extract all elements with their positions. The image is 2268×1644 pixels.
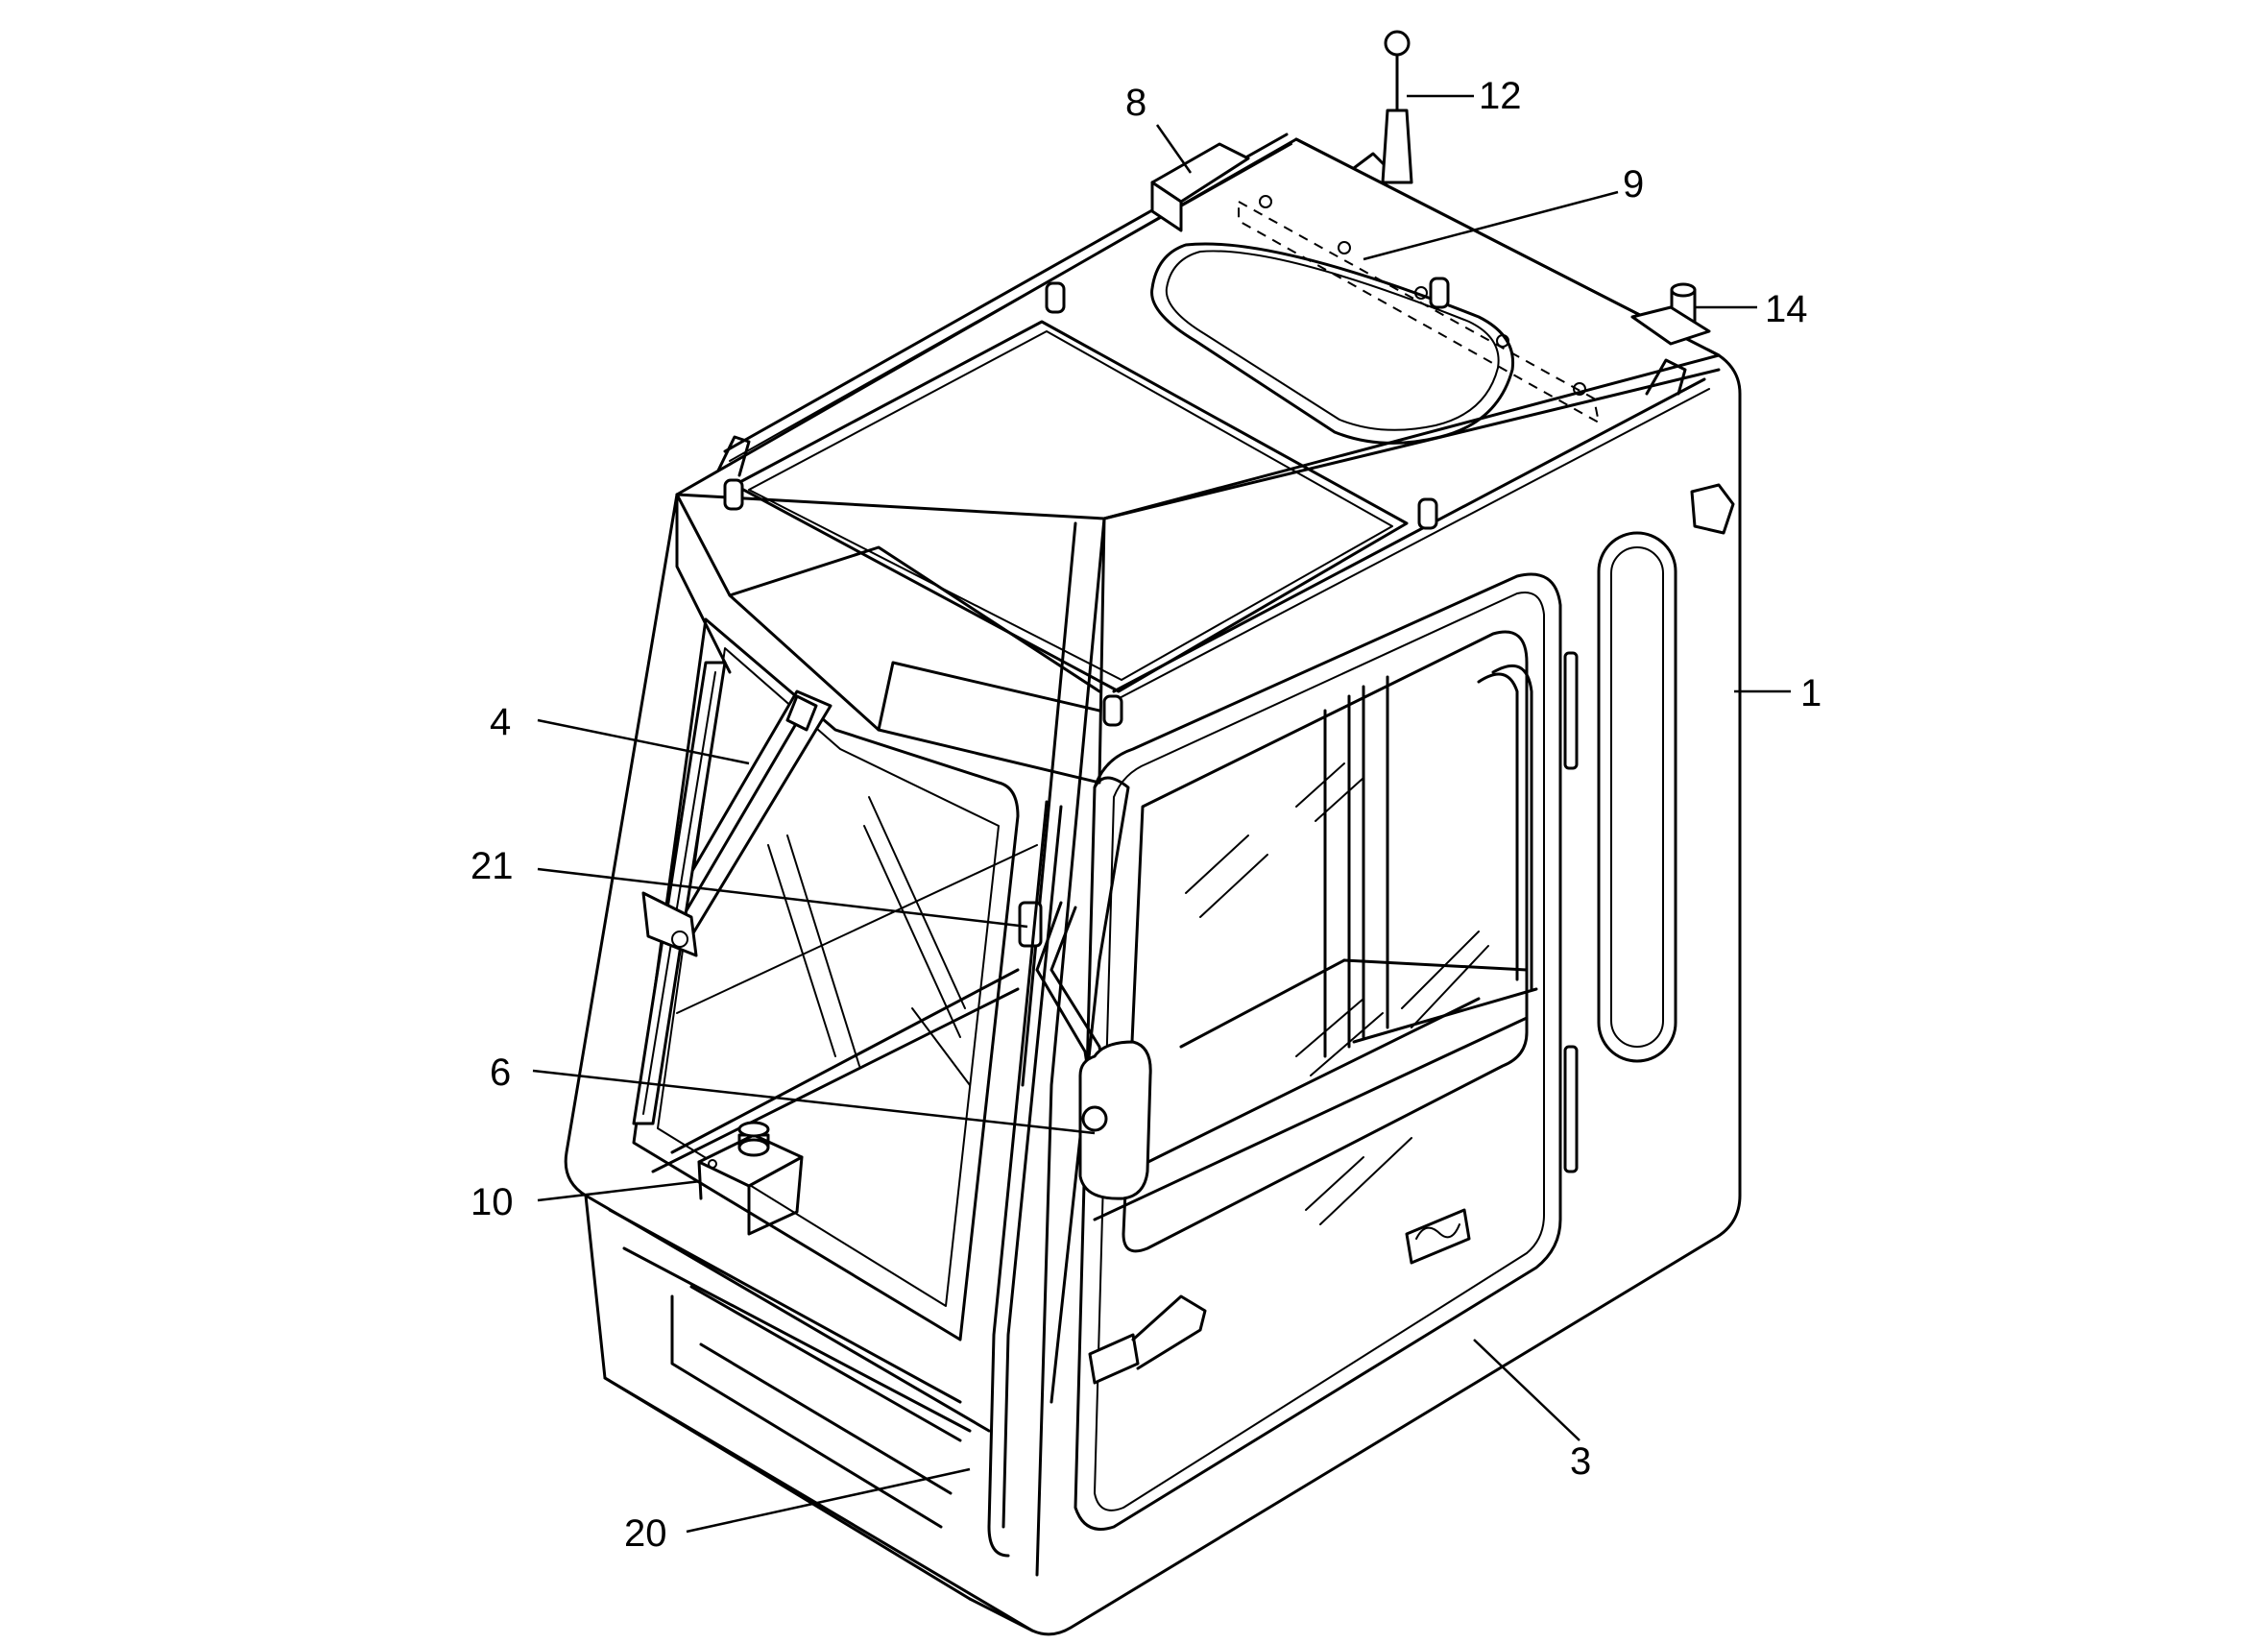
grab-rail — [987, 800, 1063, 1558]
washer-reservoir — [697, 1121, 804, 1236]
wiper — [632, 661, 832, 1125]
callout-14: 14 — [1765, 288, 1808, 330]
callout-8: 8 — [1125, 82, 1146, 124]
beacon-mount — [1630, 282, 1711, 346]
callout-4: 4 — [490, 701, 511, 743]
cab-interior — [1088, 664, 1538, 1225]
callout-21: 21 — [470, 845, 514, 887]
mirror — [1018, 901, 1152, 1200]
callout-12: 12 — [1479, 75, 1522, 117]
door — [1074, 572, 1579, 1531]
leaders — [532, 94, 1791, 1534]
windshield — [608, 617, 1038, 1529]
side-window-rear — [1597, 483, 1735, 1063]
roof-strip-dashed — [1238, 195, 1601, 424]
roof-box — [1150, 142, 1250, 232]
callout-labels: 1 3 4 6 8 9 10 12 14 20 21 — [470, 75, 1822, 1555]
callout-1: 1 — [1800, 672, 1822, 714]
callout-3: 3 — [1570, 1440, 1591, 1483]
callout-6: 6 — [490, 1052, 511, 1094]
callout-9: 9 — [1623, 163, 1644, 206]
callout-20: 20 — [624, 1512, 667, 1555]
cab-body — [564, 137, 1742, 1636]
callout-10: 10 — [470, 1181, 514, 1223]
antenna — [1381, 30, 1413, 184]
cab-roof — [675, 133, 1721, 785]
